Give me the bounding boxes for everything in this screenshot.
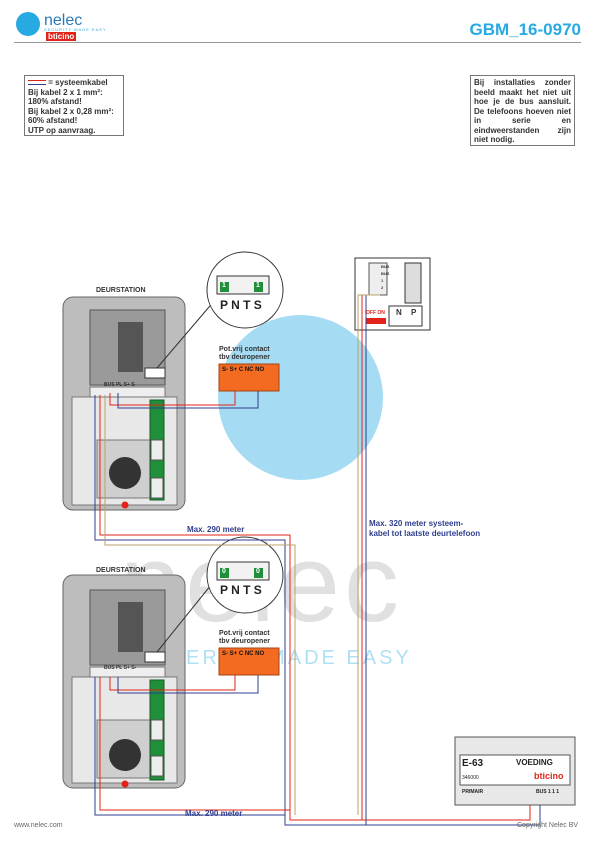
phone-col-n: N <box>396 308 402 317</box>
footer-copyright: Copyright Nelec BV <box>517 822 579 829</box>
phone-terminal: BUS <box>381 271 390 276</box>
door-station-1 <box>62 251 284 511</box>
phone-switch-label: OFF ON <box>366 310 385 316</box>
psu-brand: bticino <box>534 771 564 781</box>
speaker-grille-icon <box>118 602 143 652</box>
relay-title: tbv deuropener <box>219 638 270 645</box>
handset-icon <box>404 262 422 304</box>
indoor-phone <box>354 257 431 331</box>
relay-terminals: S- S+ C NC NO <box>222 367 265 373</box>
relay-title: Pot.vrij contact <box>219 630 270 637</box>
partner-logo: bticino <box>46 32 77 41</box>
door-station-2 <box>62 536 284 789</box>
brand-name: nelec <box>44 12 83 29</box>
distance-label-bottom: Max. 290 meter <box>185 809 243 818</box>
footer-url: www.nelec.com <box>14 822 63 829</box>
door-station-label: DEURSTATION <box>96 287 146 294</box>
brand-logo-icon <box>16 12 40 36</box>
psu-model: E-63 <box>462 758 484 769</box>
system-distance-label: Max. 320 meter systeem- <box>369 519 464 528</box>
zoom-terminal-labels: P N T S <box>220 298 262 312</box>
watermark-circle <box>218 315 383 480</box>
zoom-value: 0 <box>256 568 260 575</box>
cable-note: = systeemkabel Bij kabel 2 x 1 mm²: 180%… <box>24 75 124 136</box>
cable-note-title: = systeemkabel <box>48 78 108 87</box>
psu-article: 346000 <box>462 775 479 781</box>
installation-note: Bij installaties zonder beeld maakt het … <box>470 75 575 146</box>
door-station-label: DEURSTATION <box>96 567 146 574</box>
phone-terminal: 1 <box>381 278 384 283</box>
cable-note-line: Bij kabel 2 x 0,28 mm²: <box>28 106 114 116</box>
camera-lens-icon <box>109 457 141 489</box>
power-supply <box>454 736 576 806</box>
system-distance-label: kabel tot laatste deurtelefoon <box>369 529 481 538</box>
phone-terminal: 2 <box>381 285 384 290</box>
psu-name: VOEDING <box>516 758 553 767</box>
cable-note-line: 180% afstand! <box>28 97 82 106</box>
phone-col-p: P <box>411 308 417 317</box>
phone-terminal: BUS <box>381 264 390 269</box>
system-cables <box>94 294 541 826</box>
zoom-value: 1 <box>222 282 226 289</box>
speaker-grille-icon <box>118 322 143 372</box>
brand-tagline: SECURITY MADE EASY <box>44 27 107 32</box>
cable-note-line: Bij kabel 2 x 1 mm²: <box>28 87 103 97</box>
zoom-terminal-labels: P N T S <box>220 583 262 597</box>
document-code: GBM_16-0970 <box>469 20 581 39</box>
psu-primary: PRIMAIR <box>462 789 484 795</box>
terminal-labels: BUS PL S+ S- <box>104 665 137 671</box>
zoom-value: 0 <box>222 568 226 575</box>
relay-terminals: S- S+ C NC NO <box>222 651 265 657</box>
psu-bus: BUS 1 1 1 <box>536 789 560 795</box>
cable-note-line: UTP op aanvraag. <box>28 125 96 135</box>
camera-lens-icon <box>109 739 141 771</box>
terminal-labels: BUS PL S+ S- <box>104 382 137 388</box>
zoom-value: 1 <box>256 282 260 289</box>
relay-title: tbv deuropener <box>219 354 270 361</box>
system-cable-legend-icon <box>28 80 46 86</box>
header-divider <box>14 42 581 43</box>
cable-note-line: 60% afstand! <box>28 116 78 125</box>
distance-label-top: Max. 290 meter <box>187 525 245 534</box>
relay-title: Pot.vrij contact <box>219 346 270 353</box>
